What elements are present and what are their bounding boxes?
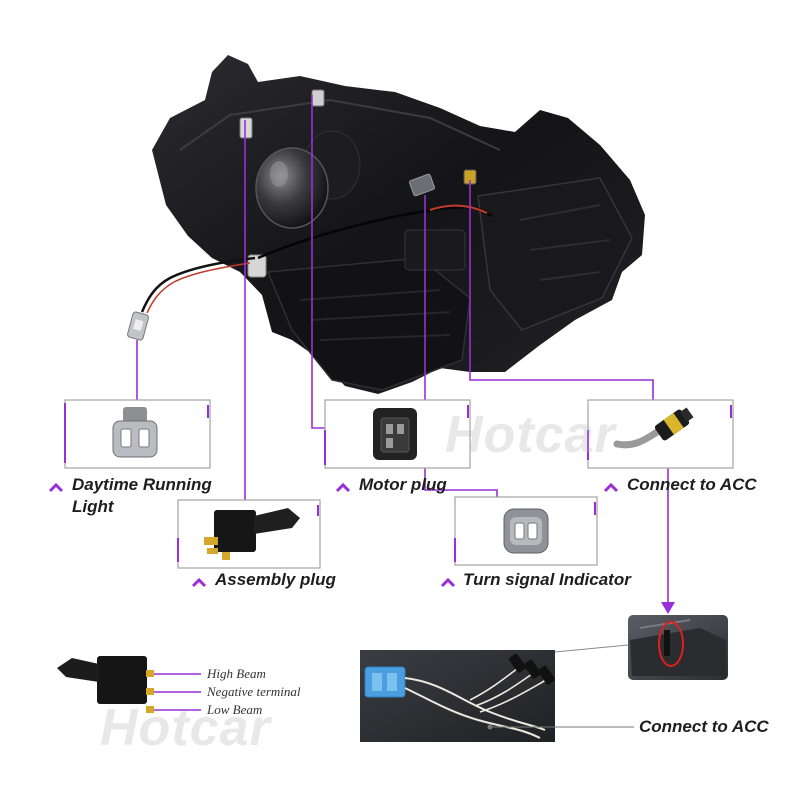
- headlight-connectors: [127, 89, 477, 341]
- relay-switch-icon: [57, 656, 154, 713]
- acc-bottom-leader: [487, 724, 634, 730]
- connect-acc-label: Connect to ACC: [627, 475, 757, 494]
- negative-terminal-label: Negative terminal: [207, 684, 301, 699]
- turn-signal-label: Turn signal Indicator: [463, 570, 631, 589]
- headlight-assembly: [152, 55, 645, 394]
- connect-acc-bottom-label: Connect to ACC: [639, 717, 769, 736]
- turn-callout-box: [454, 496, 598, 566]
- drl-label-line2: Light: [72, 497, 114, 516]
- photo-link-line: [554, 644, 629, 653]
- acc-arrow-head: [661, 602, 675, 614]
- drl-connector-icon: [112, 407, 158, 458]
- drl-plug-icon: [127, 311, 149, 341]
- acc-location-photo: [628, 615, 728, 680]
- acc-leader-line: [469, 180, 654, 400]
- leader-lines: [136, 95, 669, 604]
- motor-plug-label: Motor plug: [359, 475, 447, 494]
- high-beam-label: High Beam: [207, 666, 266, 681]
- motor-callout-box: [324, 399, 471, 469]
- acc-connector-icon: [613, 407, 694, 449]
- assembly-callout-box: [177, 499, 321, 569]
- low-beam-label: Low Beam: [207, 702, 263, 717]
- motor-leader-line: [311, 95, 325, 429]
- relay-legend-lines: [154, 673, 201, 711]
- turn-connector-icon: [503, 508, 549, 554]
- caret-up-icon: [440, 577, 456, 588]
- turn-leader-line: [424, 195, 498, 497]
- acc-wiring-photo: [360, 650, 555, 742]
- motor-connector-icon: [373, 408, 417, 460]
- assembly-relay-icon: [204, 508, 300, 560]
- drl-label: Daytime Running: [72, 475, 212, 494]
- acc-callout-box: [587, 399, 734, 469]
- caret-up-icon: [191, 577, 207, 588]
- caret-up-icon: [48, 482, 64, 493]
- headlight-wiring: [140, 204, 493, 314]
- assembly-plug-label: Assembly plug: [215, 570, 336, 589]
- caret-up-icon: [603, 482, 619, 493]
- highlight-ring: [658, 621, 684, 667]
- caret-up-icon: [335, 482, 351, 493]
- drl-callout-box: [64, 399, 211, 469]
